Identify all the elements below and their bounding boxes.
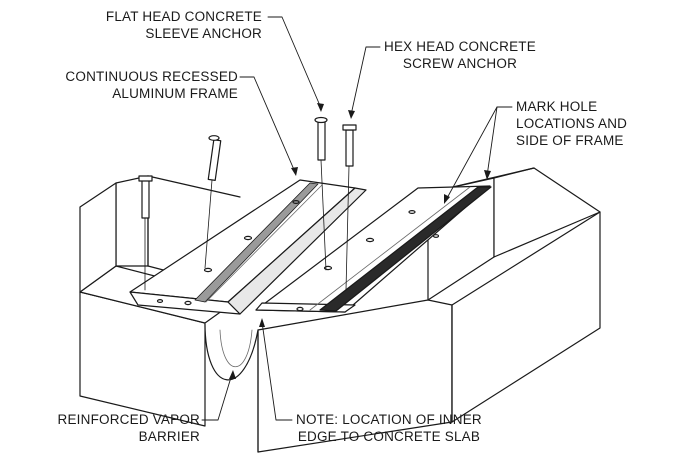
mark-hole-line-2: LOCATIONS AND bbox=[516, 116, 628, 131]
mark-hole-line-1: MARK HOLE bbox=[516, 99, 598, 114]
inner-edge-note-line-1: NOTE: LOCATION OF INNER bbox=[296, 412, 482, 427]
inner-edge-note-label: NOTE: LOCATION OF INNER EDGE TO CONCRETE… bbox=[296, 411, 482, 445]
hex-head-anchor-line-1: HEX HEAD CONCRETE bbox=[384, 39, 536, 54]
vapor-barrier-line-2: BARRIER bbox=[138, 429, 200, 444]
hex-head-anchor-label: HEX HEAD CONCRETE SCREW ANCHOR bbox=[384, 38, 536, 72]
flat-head-anchor-label: FLAT HEAD CONCRETE SLEEVE ANCHOR bbox=[106, 8, 262, 42]
leader-arrowheads bbox=[229, 103, 491, 379]
flat-head-anchor bbox=[314, 116, 328, 271]
inner-edge-note-line-2: EDGE TO CONCRETE SLAB bbox=[297, 429, 481, 444]
recessed-frame-line-1: CONTINUOUS RECESSED bbox=[65, 69, 238, 84]
left-aluminum-frame bbox=[129, 179, 367, 315]
right-aluminum-frame bbox=[255, 185, 492, 313]
hex-head-anchor bbox=[342, 124, 357, 291]
hex-head-anchor-line-2: SCREW ANCHOR bbox=[402, 56, 518, 71]
mark-hole-line-3: SIDE OF FRAME bbox=[516, 133, 624, 148]
recessed-frame-line-2: ALUMINUM FRAME bbox=[112, 86, 238, 101]
leader-lines bbox=[201, 16, 513, 421]
recessed-frame-label: CONTINUOUS RECESSED ALUMINUM FRAME bbox=[65, 68, 238, 102]
vapor-barrier-line-1: REINFORCED VAPOR bbox=[57, 412, 200, 427]
vapor-barrier-label: REINFORCED VAPOR BARRIER bbox=[58, 411, 200, 445]
mark-hole-label: MARK HOLE LOCATIONS AND SIDE OF FRAME bbox=[516, 98, 627, 149]
anchor-1 bbox=[138, 175, 153, 291]
anchor-2 bbox=[204, 135, 222, 269]
flat-head-anchor-line-1: FLAT HEAD CONCRETE bbox=[105, 9, 262, 24]
vapor-barrier bbox=[204, 322, 259, 381]
flat-head-anchor-line-2: SLEEVE ANCHOR bbox=[145, 26, 262, 41]
